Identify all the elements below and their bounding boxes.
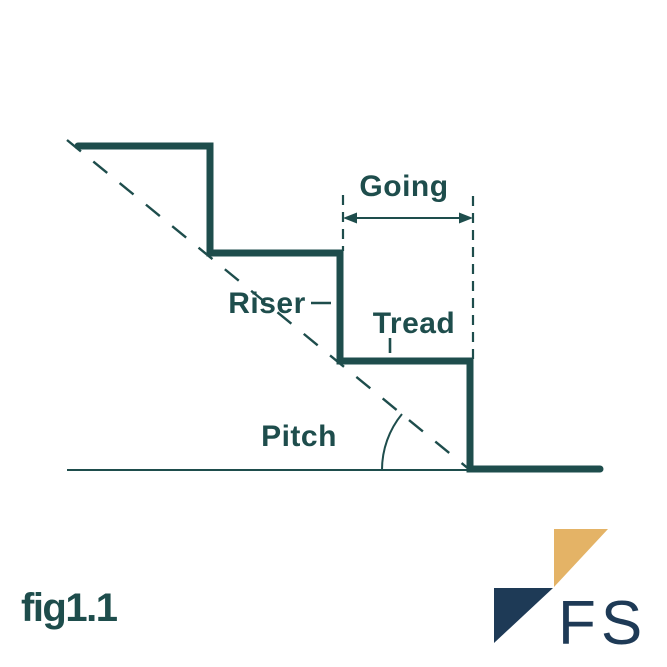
- logo-text: FS: [558, 589, 647, 658]
- figure-caption: fig1.1: [21, 586, 118, 630]
- going-arrow-head-right-icon: [459, 212, 473, 224]
- fs-logo: FS: [494, 529, 647, 658]
- riser-label: Riser: [228, 287, 306, 320]
- going-label: Going: [359, 170, 448, 203]
- going-arrow-head-left-icon: [343, 212, 357, 224]
- tread-label: Tread: [373, 307, 456, 340]
- logo-navy-triangle-icon: [494, 588, 553, 643]
- stair-outline: [74, 142, 604, 473]
- pitch-label: Pitch: [261, 420, 337, 453]
- logo-gold-triangle-icon: [554, 529, 608, 587]
- pitch-angle-arc: [380, 413, 403, 471]
